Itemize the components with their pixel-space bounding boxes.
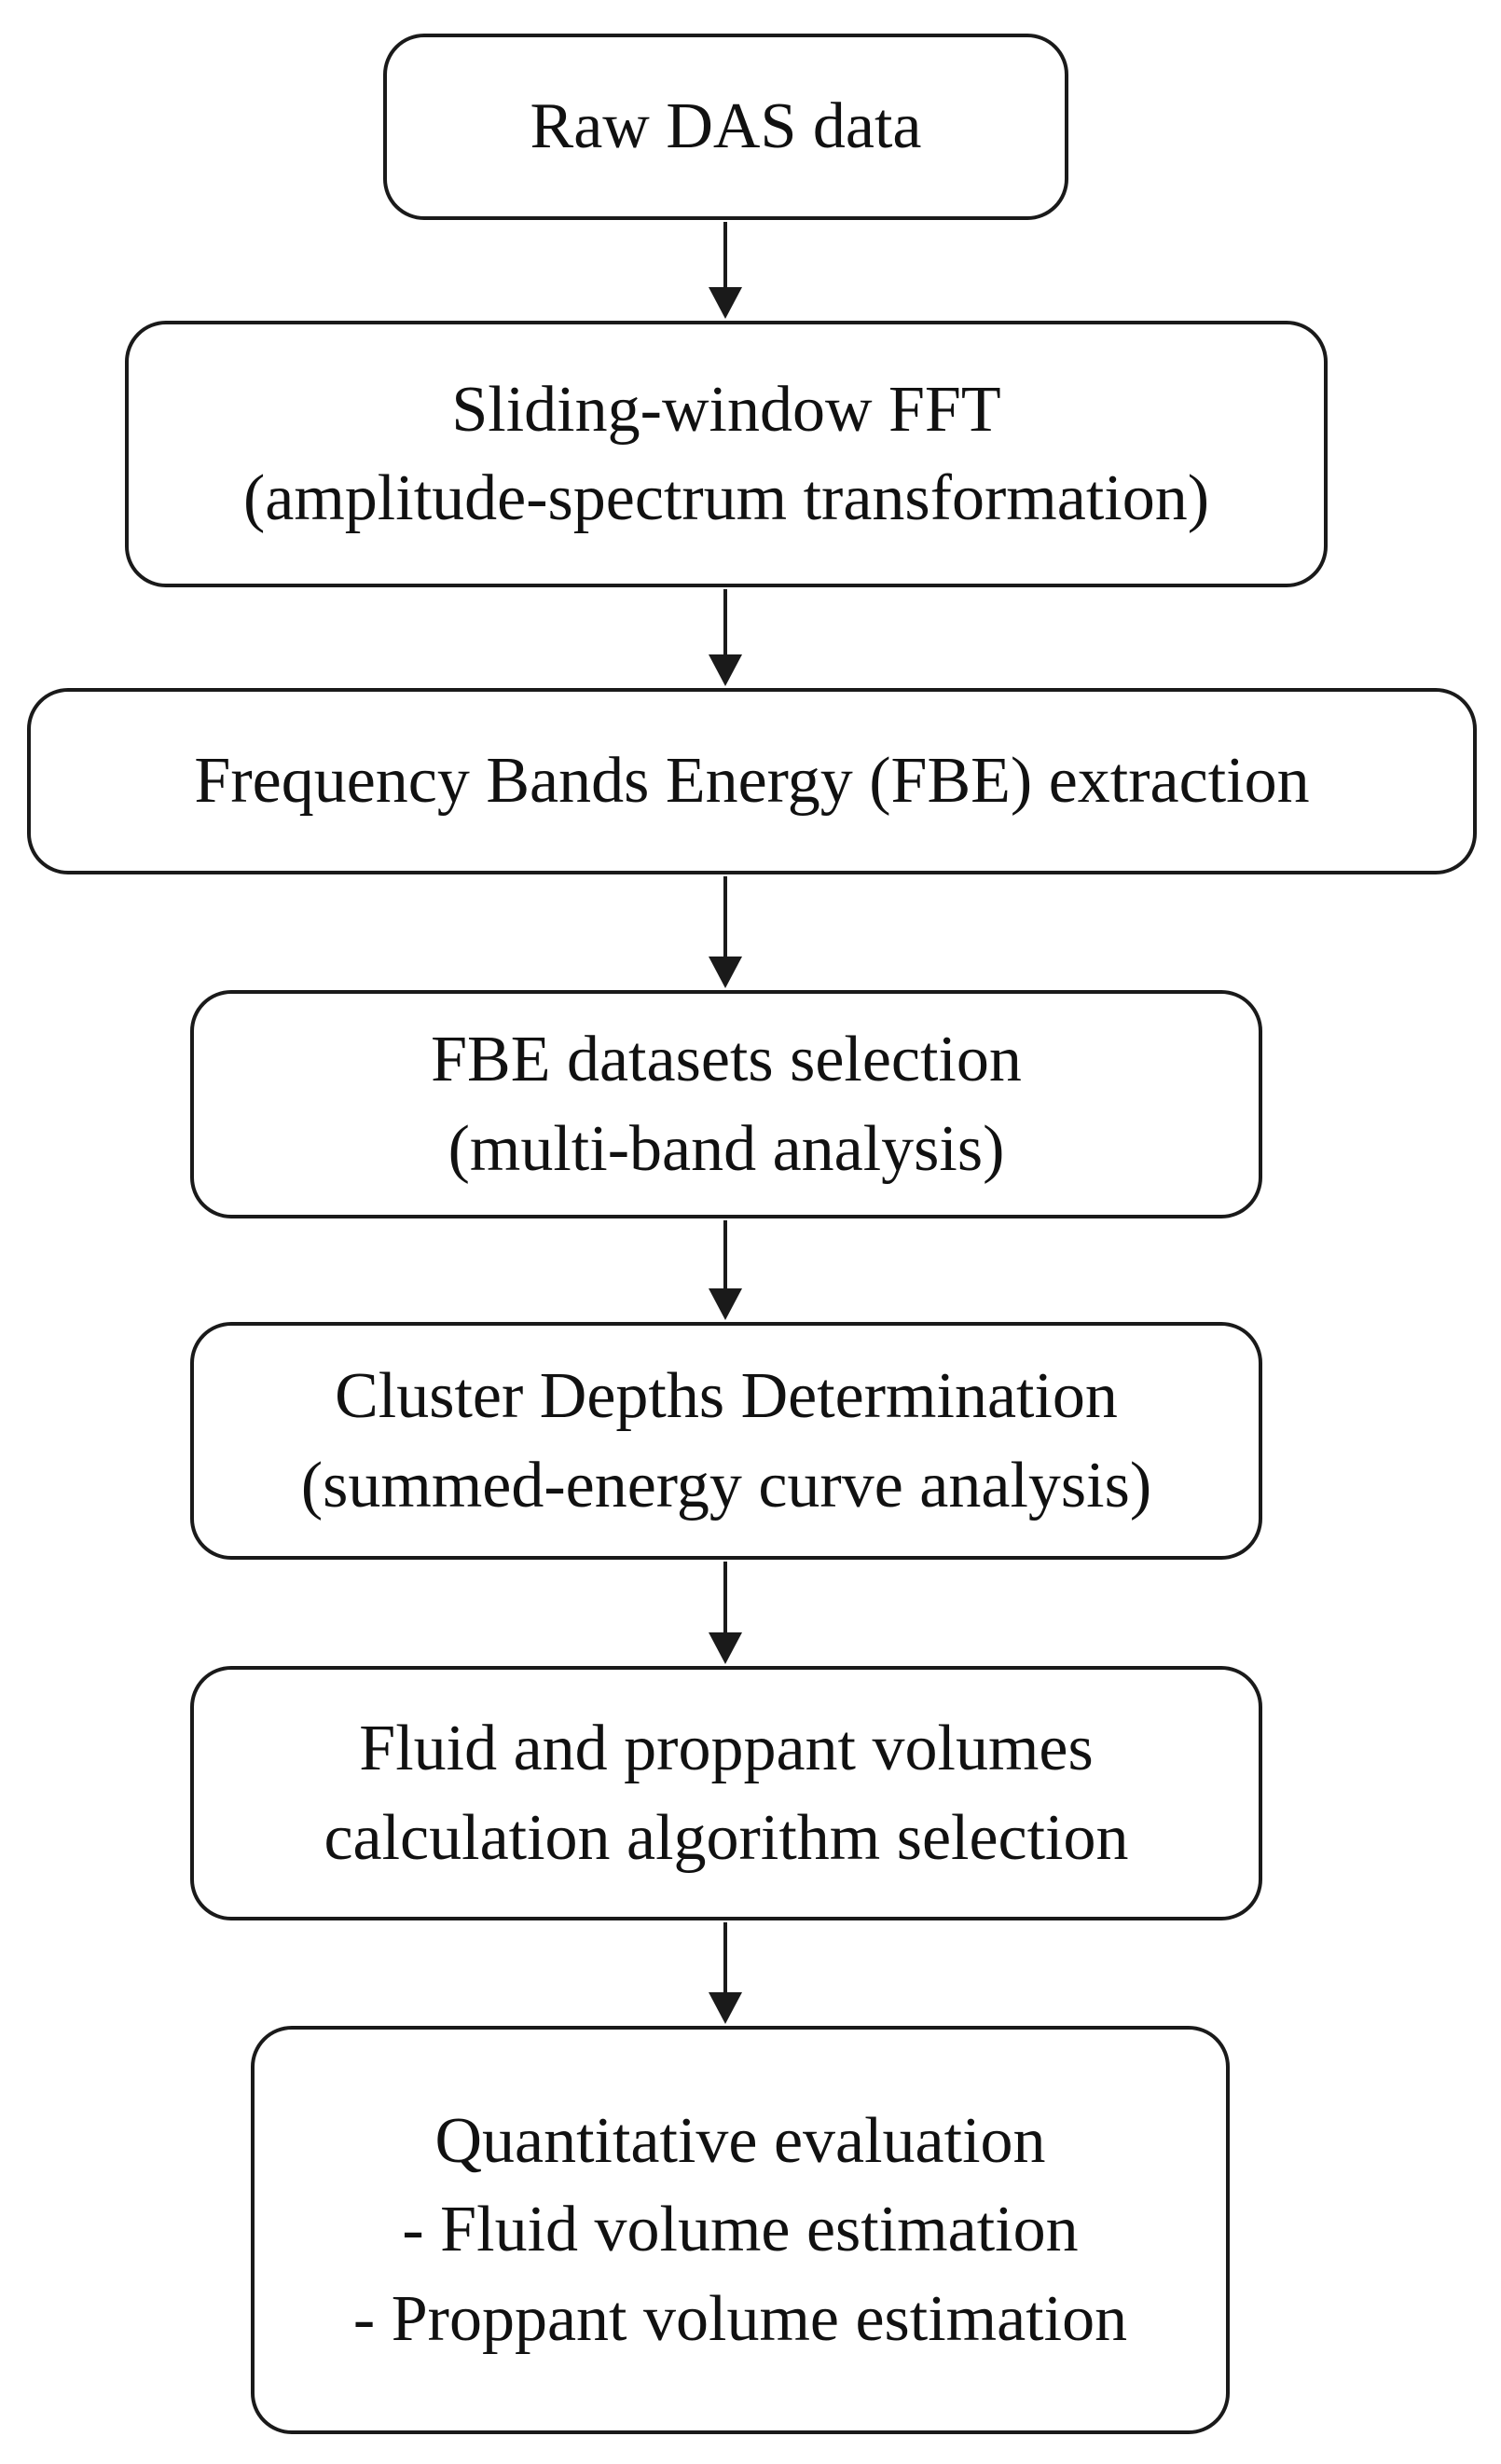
- node-bullet-proppant: - Proppant volume estimation: [352, 2282, 1128, 2355]
- node-sublabel: (amplitude-spectrum transformation): [242, 462, 1210, 534]
- node-label: Frequency Bands Energy (FBE) extraction: [194, 745, 1310, 818]
- node-label: Raw DAS data: [530, 90, 922, 163]
- arrow-n1-n2: [709, 222, 742, 319]
- node-label: Sliding-window FFT: [451, 373, 1001, 446]
- node-label: Fluid and proppant volumes: [359, 1713, 1094, 1785]
- node-sublabel: (summed-energy curve analysis): [300, 1449, 1152, 1521]
- node-quantitative-evaluation: Quantitative evaluation - Fluid volume e…: [251, 2026, 1230, 2434]
- arrow-n5-n6: [709, 1562, 742, 1664]
- arrow-n4-n5: [709, 1220, 742, 1320]
- node-sublabel: (multi-band analysis): [448, 1112, 1005, 1185]
- node-fbe-extraction: Frequency Bands Energy (FBE) extraction: [27, 688, 1477, 874]
- node-raw-das-data: Raw DAS data: [383, 34, 1068, 220]
- node-label: Quantitative evaluation: [434, 2105, 1046, 2178]
- node-fbe-datasets-selection: FBE datasets selection (multi-band analy…: [190, 990, 1262, 1218]
- node-label: FBE datasets selection: [431, 1024, 1022, 1096]
- node-bullet-fluid: - Fluid volume estimation: [402, 2194, 1079, 2266]
- node-label: Cluster Depths Determination: [335, 1360, 1118, 1433]
- arrow-n6-n7: [709, 1922, 742, 2024]
- node-cluster-depths-determination: Cluster Depths Determination (summed-ene…: [190, 1322, 1262, 1560]
- arrow-n2-n3: [709, 589, 742, 686]
- node-sliding-window-fft: Sliding-window FFT (amplitude-spectrum t…: [125, 321, 1328, 587]
- arrow-n3-n4: [709, 876, 742, 988]
- node-algorithm-selection: Fluid and proppant volumes calculation a…: [190, 1666, 1262, 1920]
- node-label-line-2: calculation algorithm selection: [324, 1801, 1129, 1874]
